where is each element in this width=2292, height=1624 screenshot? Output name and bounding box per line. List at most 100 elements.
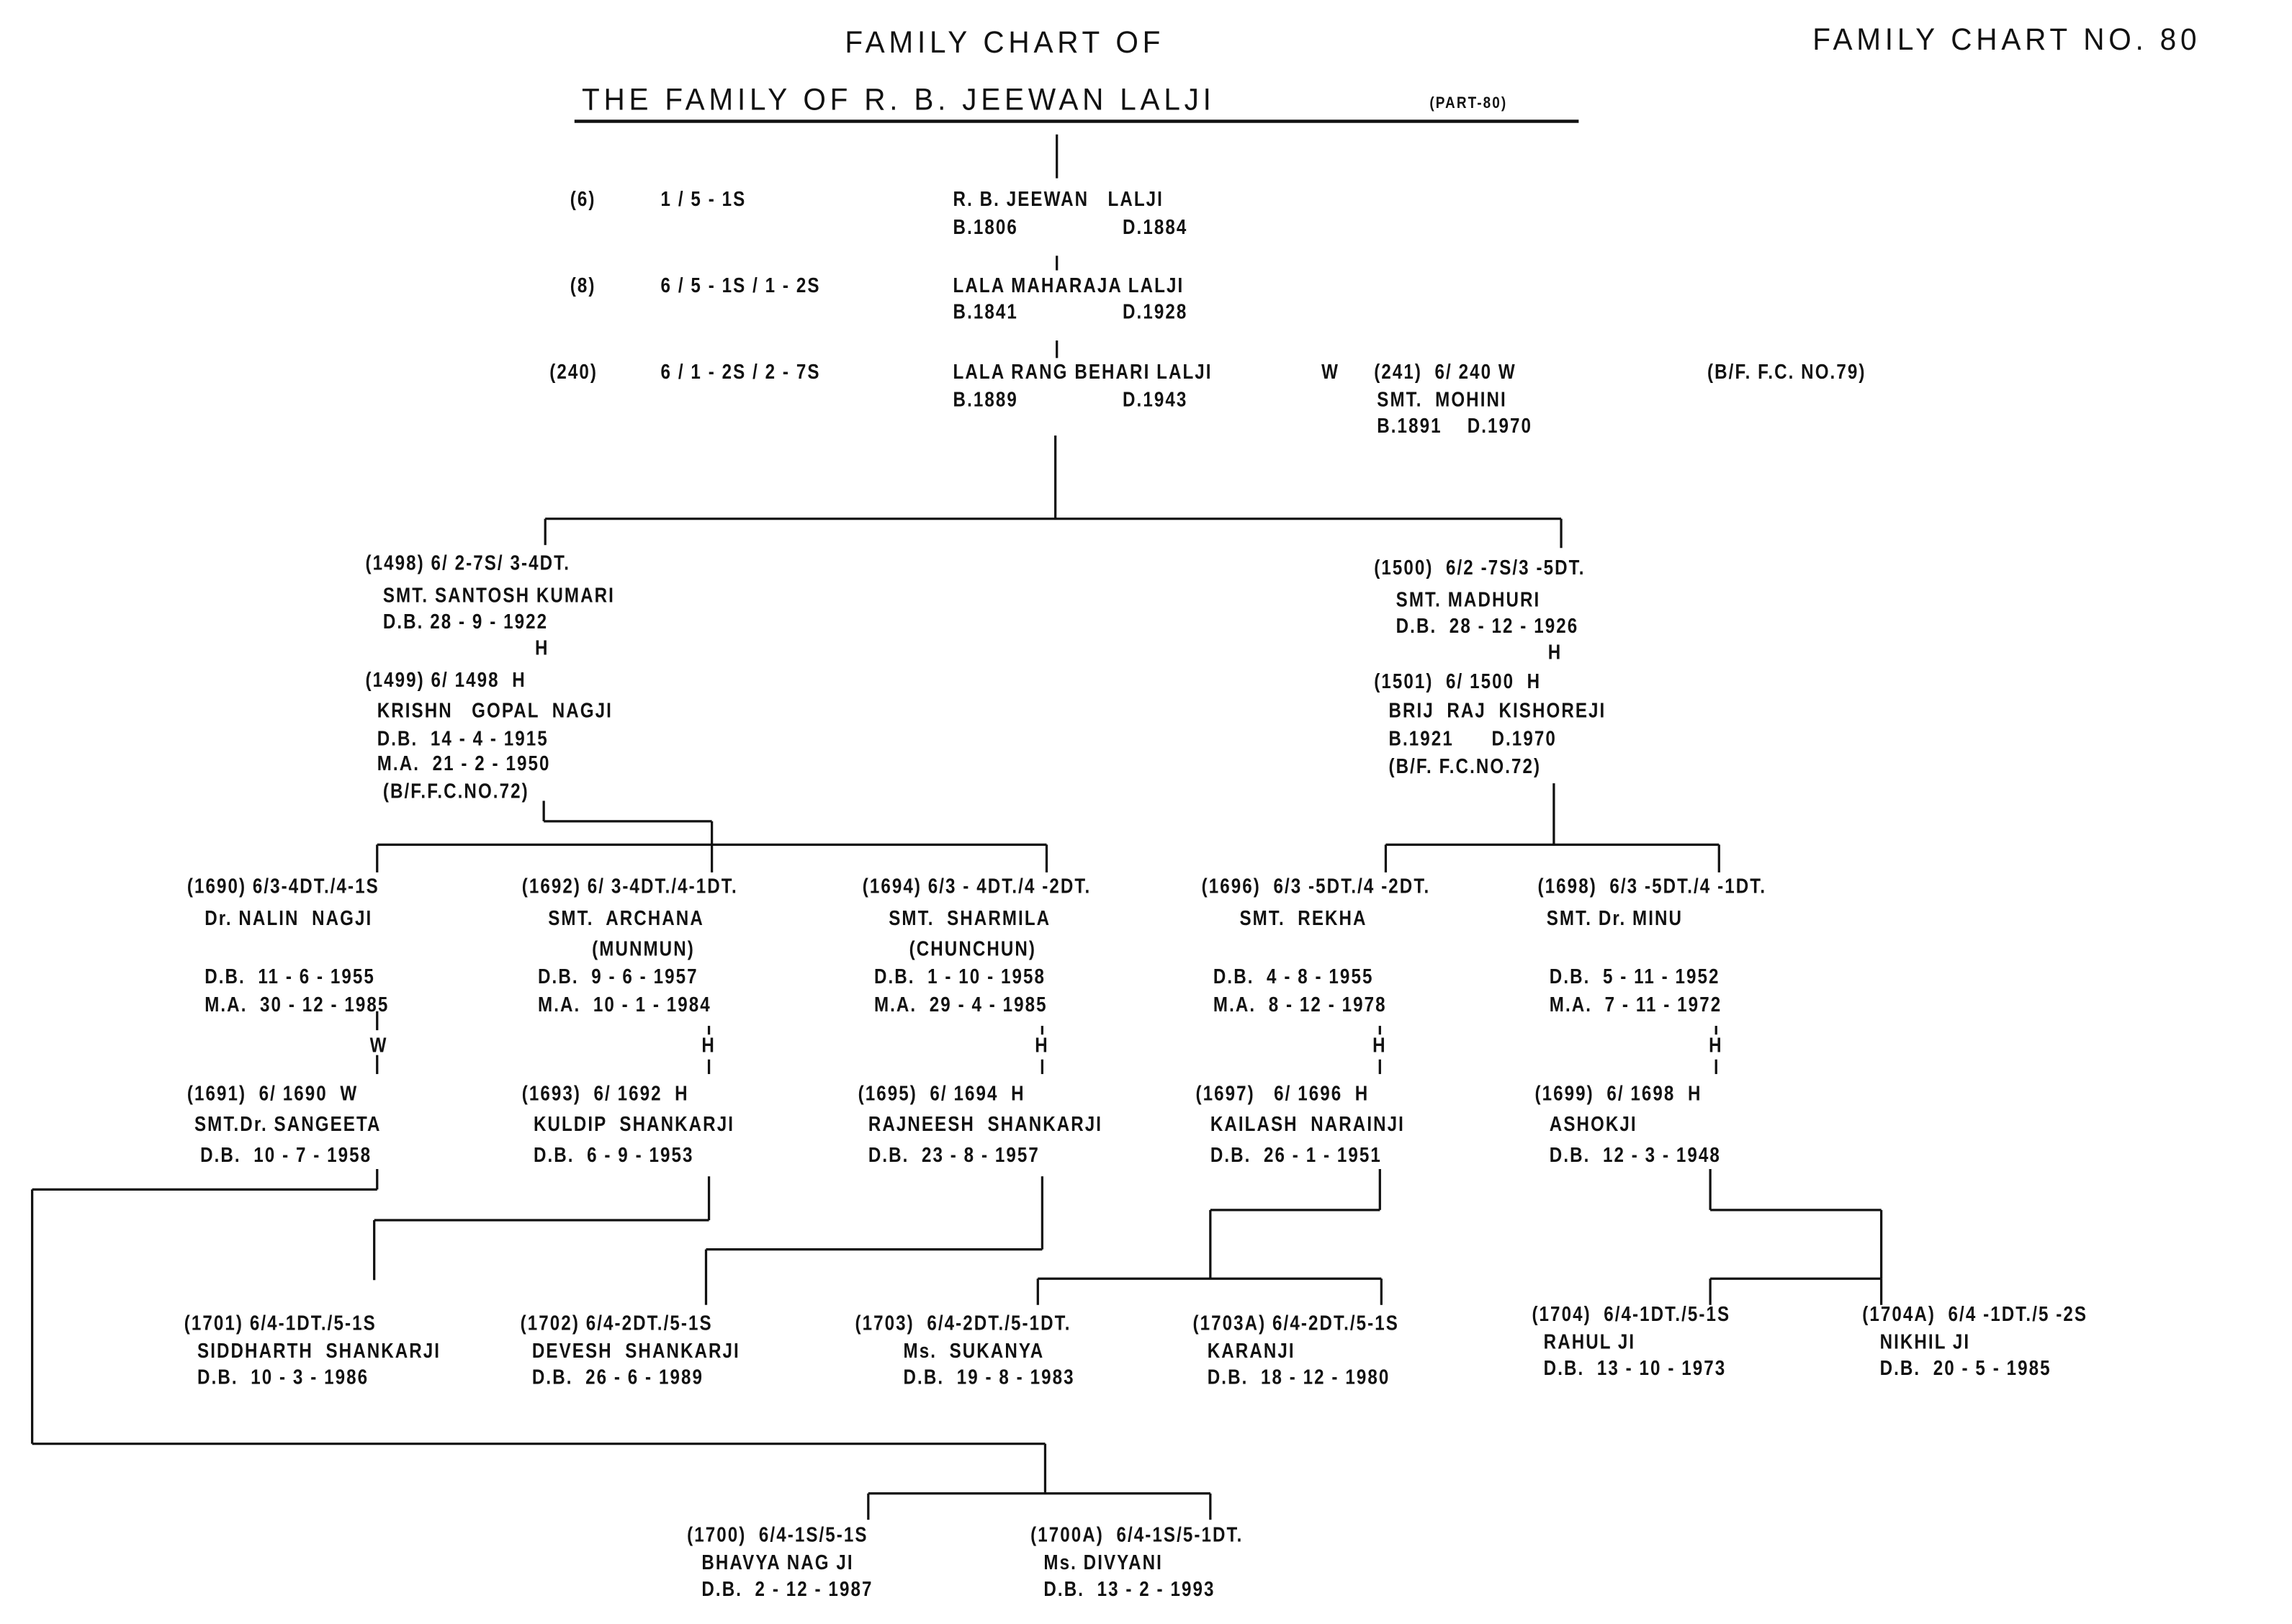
child-code: (1700) 6/4-1S/5-1S [687,1522,868,1546]
child-name: SIDDHARTH SHANKARJI [197,1338,441,1362]
person-code: (1498) 6/ 2-7S/ 3-4DT. [365,551,571,574]
spouse-dob: D.B. 6 - 9 - 1953 [533,1142,694,1166]
person-name: Dr. NALIN NAGJI [205,906,373,930]
person-nickname: (CHUNCHUN) [909,937,1037,960]
marriage-date: M.A. 10 - 1 - 1984 [538,992,711,1016]
spouse-dob: D.B. 12 - 3 - 1948 [1549,1142,1721,1166]
chart-number: FAMILY CHART NO. 80 [1812,23,2201,58]
ancestor-birth: B.1806 [953,215,1018,238]
relation-marker: H [534,636,549,659]
person-code: (1694) 6/3 - 4DT./4 -2DT. [862,873,1092,898]
person-name: SMT. REKHA [1239,906,1367,930]
child-dob: D.B. 13 - 2 - 1993 [1043,1576,1215,1600]
ancestor-death: D.1943 [1123,387,1188,411]
spouse-dob: D.B. 23 - 8 - 1957 [868,1142,1040,1166]
child-code: (1704) 6/4-1DT./5-1S [1532,1302,1731,1326]
spouse-dob: D.B. 26 - 1 - 1951 [1210,1142,1382,1166]
person-name: SMT. SANTOSH KUMARI [382,582,615,607]
spouse-id: (241) 6/ 240 W [1374,359,1516,383]
marriage-date: M.A. 21 - 2 - 1950 [377,751,551,775]
ancestor-code: 6 / 1 - 2S / 2 - 7S [660,359,821,383]
person-name: SMT. Dr. MINU [1546,906,1684,930]
spouse-name: SMT. MOHINI [1377,387,1507,411]
title-line-1: FAMILY CHART OF [845,26,1165,60]
child-dob: D.B. 20 - 5 - 1985 [1879,1355,2051,1380]
spouse-code: (1691) 6/ 1690 W [186,1081,359,1105]
cross-reference: (B/F. F.C.NO.72) [1388,754,1542,777]
spouse-code: (1697) 6/ 1696 H [1195,1081,1370,1105]
spouse-code: (1499) 6/ 1498 H [365,667,526,692]
child-code: (1700A) 6/4-1S/5-1DT. [1030,1522,1244,1546]
ancestor-death: D.1928 [1123,299,1188,323]
marriage-date: M.A. 7 - 11 - 1972 [1549,992,1722,1016]
person-name: SMT. ARCHANA [548,906,704,930]
spouse-name: KAILASH NARAINJI [1210,1111,1405,1136]
spouse-dob: D.B. 14 - 4 - 1915 [377,726,549,750]
child-code: (1704A) 6/4 -1DT./5 -2S [1862,1302,2088,1326]
child-dob: D.B. 10 - 3 - 1986 [197,1365,369,1389]
person-code: (1692) 6/ 3-4DT./4-1DT. [521,873,738,898]
relation-marker: H [1709,1033,1723,1057]
child-name: Ms. SUKANYA [903,1338,1045,1362]
spouse-code: (1693) 6/ 1692 H [521,1081,689,1105]
ancestor-birth: B.1841 [953,299,1018,323]
relation-marker: W [1321,359,1340,383]
marriage-date: M.A. 8 - 12 - 1978 [1213,992,1387,1016]
title-line-2: THE FAMILY OF R. B. JEEWAN LALJI [581,83,1215,117]
person-code: (1500) 6/2 -7S/3 -5DT. [1374,555,1586,579]
child-dob: D.B. 18 - 12 - 1980 [1207,1365,1390,1389]
person-dob: D.B. 11 - 6 - 1955 [205,964,375,988]
person-dob: D.B. 5 - 11 - 1952 [1549,964,1720,988]
child-name: BHAVYA NAG JI [701,1550,854,1574]
ancestor-code: 6 / 5 - 1S / 1 - 2S [660,273,821,297]
ancestor-id: (240) [549,359,598,383]
person-dob: D.B. 28 - 9 - 1922 [382,609,549,633]
person-code: (1690) 6/3-4DT./4-1S [186,873,379,898]
spouse-dates: B.1921 D.1970 [1388,726,1557,750]
spouse-name: ASHOKJI [1549,1111,1637,1136]
person-dob: D.B. 4 - 8 - 1955 [1213,964,1374,988]
spouse-code: (1501) 6/ 1500 H [1374,669,1542,693]
ancestor-name: LALA RANG BEHARI LALJI [953,359,1213,383]
person-dob: D.B. 1 - 10 - 1958 [873,964,1046,988]
relation-marker: H [701,1033,716,1057]
ancestor-id: (6) [570,186,596,211]
spouse-dob: D.B. 10 - 7 - 1958 [200,1142,372,1166]
child-name: Ms. DIVYANI [1043,1550,1163,1574]
person-name: SMT. SHARMILA [889,906,1051,930]
child-dob: D.B. 19 - 8 - 1983 [903,1365,1075,1389]
person-dob: D.B. 28 - 12 - 1926 [1396,613,1579,638]
marriage-date: M.A. 29 - 4 - 1985 [873,992,1048,1016]
child-dob: D.B. 26 - 6 - 1989 [531,1365,704,1389]
spouse-name: RAJNEESH SHANKARJI [868,1111,1103,1136]
cross-reference: (B/F.F.C.NO.72) [382,778,529,803]
child-code: (1702) 6/4-2DT./5-1S [520,1310,713,1335]
child-name: DEVESH SHANKARJI [531,1338,740,1362]
person-code: (1698) 6/3 -5DT./4 -1DT. [1537,873,1767,898]
ancestor-name: LALA MAHARAJA LALJI [953,273,1185,297]
relation-marker: H [1547,640,1563,664]
spouse-dates: B.1891 D.1970 [1377,413,1533,437]
ancestor-id: (8) [570,273,596,297]
child-name: RAHUL JI [1543,1330,1636,1353]
child-code: (1703A) 6/4-2DT./5-1S [1192,1310,1399,1335]
ancestor-birth: B.1889 [953,387,1018,411]
spouse-code: (1699) 6/ 1698 H [1534,1081,1702,1105]
ancestor-name: R. B. JEEWAN LALJI [953,186,1164,211]
person-name: SMT. MADHURI [1396,587,1541,611]
relation-marker: H [1035,1033,1049,1057]
relation-marker: H [1372,1033,1387,1057]
child-dob: D.B. 13 - 10 - 1973 [1543,1355,1727,1380]
cross-reference: (B/F. F.C. NO.79) [1707,359,1866,383]
ancestor-code: 1 / 5 - 1S [660,186,747,211]
spouse-code: (1695) 6/ 1694 H [858,1081,1025,1105]
child-code: (1703) 6/4-2DT./5-1DT. [855,1310,1071,1335]
spouse-name: SMT.Dr. SANGEETA [194,1111,382,1136]
child-name: NIKHIL JI [1879,1330,1971,1353]
child-dob: D.B. 2 - 12 - 1987 [701,1576,873,1600]
person-dob: D.B. 9 - 6 - 1957 [538,964,698,988]
child-name: KARANJI [1207,1338,1295,1362]
spouse-name: KRISHN GOPAL NAGJI [377,698,613,722]
spouse-name: BRIJ RAJ KISHOREJI [1388,698,1606,722]
